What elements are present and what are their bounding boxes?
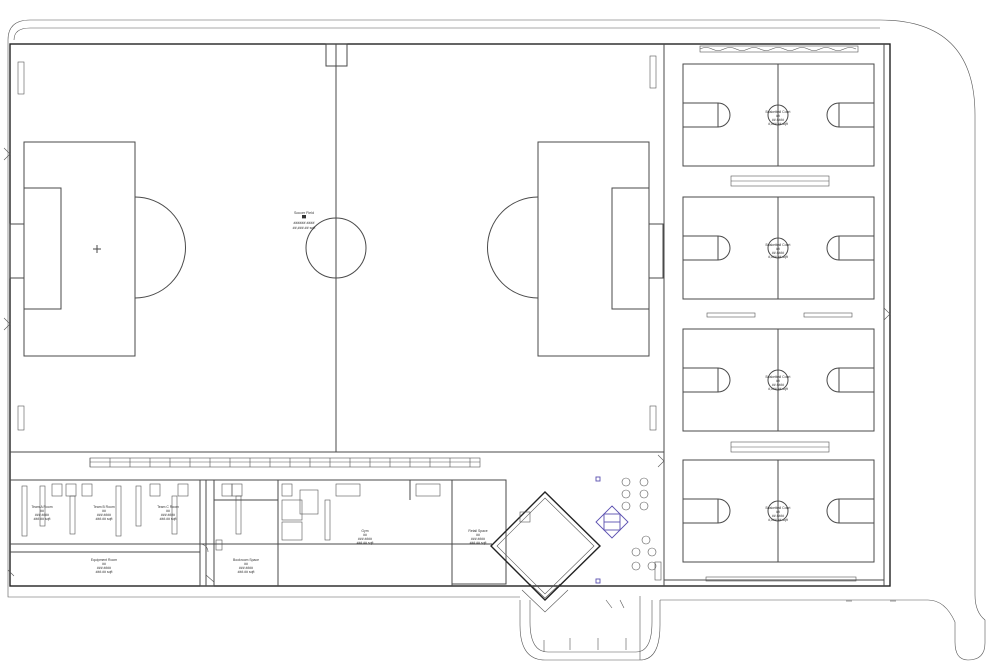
court-3-name: Basketball Court — [766, 375, 791, 379]
basketball-courts — [682, 45, 875, 582]
court-1-number: ## — [776, 114, 780, 118]
bookroom-area: ###.## sqft — [238, 570, 255, 574]
exterior-marks — [543, 307, 896, 652]
court-1-area: #,###.## sqft — [768, 122, 788, 126]
team-b-area: ###.## sqft — [96, 517, 113, 521]
site-boundary — [7, 19, 986, 661]
team-c-code: ### #### — [161, 513, 175, 517]
building-outline — [9, 43, 891, 587]
team-b-code: ### #### — [97, 513, 111, 517]
retail-code: ### #### — [471, 537, 485, 541]
court-3-area: #,###.## sqft — [768, 387, 788, 391]
gym-code: ### #### — [358, 537, 372, 541]
soccer-field-marker-icon — [302, 215, 306, 218]
equipment-area: ###.## sqft — [96, 570, 113, 574]
bookroom-code: ### #### — [239, 566, 253, 570]
court-label-3: Basketball Court ## ## #### #,###.## sqf… — [766, 375, 791, 391]
retail-area: ###.## sqft — [470, 541, 487, 545]
court-2-name: Basketball Court — [766, 243, 791, 247]
team-b-number: ## — [102, 509, 106, 513]
court-2-area: #,###.## sqft — [768, 255, 788, 259]
court-4-area: #,###.## sqft — [768, 518, 788, 522]
court-1-code: ## #### — [772, 118, 784, 122]
court-4-name: Basketball Court — [766, 506, 791, 510]
court-2-number: ## — [776, 247, 780, 251]
soccer-field-label: Soccer Field ## ###### #### ##,###.## sq… — [293, 211, 316, 230]
gym-area: ###.## sqft — [357, 541, 374, 545]
room-label-team-a: Team A Room ## ### #### ###.## sqft — [31, 505, 52, 521]
court-label-2: Basketball Court ## ## #### #,###.## sqf… — [766, 243, 791, 259]
gym-number: ## — [363, 533, 367, 537]
team-a-code: ### #### — [35, 513, 49, 517]
court-4-number: ## — [776, 510, 780, 514]
room-label-equipment: Equipment Room ## ### #### ###.## sqft — [91, 558, 117, 574]
equipment-code: ### #### — [97, 566, 111, 570]
room-label-gym: Gym ## ### #### ###.## sqft — [357, 529, 374, 545]
retail-name: Retail Space — [468, 529, 487, 533]
court-1-name: Basketball Court — [766, 110, 791, 114]
equipment-name: Equipment Room — [91, 558, 117, 562]
court-2-code: ## #### — [772, 251, 784, 255]
team-c-number: ## — [166, 509, 170, 513]
team-c-area: ###.## sqft — [160, 517, 177, 521]
room-label-team-b: Team B Room ## ### #### ###.## sqft — [93, 505, 115, 521]
gym-name: Gym — [361, 529, 368, 533]
team-a-name: Team A Room — [31, 505, 52, 509]
equipment-number: ## — [102, 562, 106, 566]
bookroom-number: ## — [244, 562, 248, 566]
retail-number: ## — [476, 533, 480, 537]
team-a-number: ## — [40, 509, 44, 513]
locker-rooms — [7, 480, 492, 587]
team-a-area: ###.## sqft — [34, 517, 51, 521]
court-3-code: ## #### — [772, 383, 784, 387]
team-c-name: Team C Room — [157, 505, 179, 509]
soccer-field-area: ##,###.## sqft — [293, 226, 316, 230]
soccer-field-name: Soccer Field — [294, 211, 314, 215]
room-label-retail: Retail Space ## ### #### ###.## sqft — [468, 529, 487, 545]
retail-lobby — [452, 476, 662, 660]
court-4-code: ## #### — [772, 514, 784, 518]
corridor-bleachers — [89, 457, 481, 468]
soccer-field-code: ###### #### — [294, 221, 315, 225]
bookroom-name: Bookroom Space — [233, 558, 259, 562]
court-3-number: ## — [776, 379, 780, 383]
team-b-name: Team B Room — [93, 505, 115, 509]
court-label-4: Basketball Court ## ## #### #,###.## sqf… — [766, 506, 791, 522]
room-label-bookroom: Bookroom Space ## ### #### ###.## sqft — [233, 558, 259, 574]
room-label-team-c: Team C Room ## ### #### ###.## sqft — [157, 505, 179, 521]
court-label-1: Basketball Court ## ## #### #,###.## sqf… — [766, 110, 791, 126]
soccer-field — [3, 43, 665, 468]
